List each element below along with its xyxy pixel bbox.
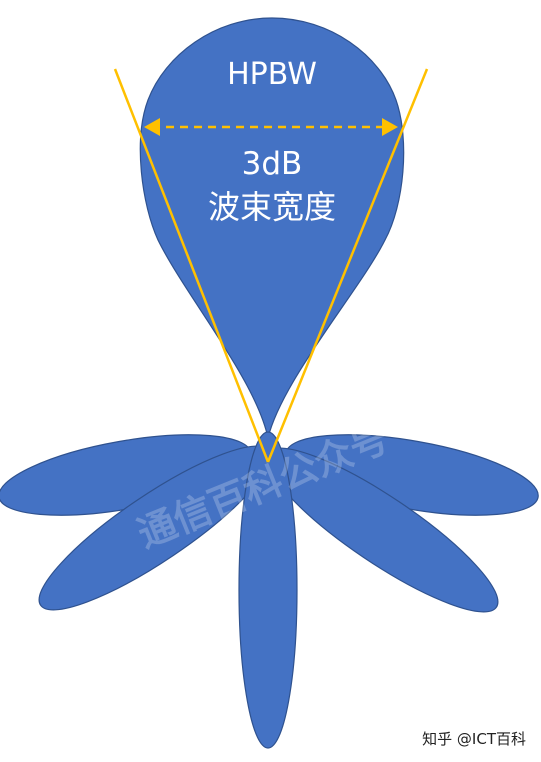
back-lobe: [238, 431, 298, 749]
side-lobes: [0, 431, 539, 749]
hpbw-width-arrow: [144, 118, 398, 136]
arrow-head-right: [382, 118, 398, 136]
beamwidth-label: 波束宽度: [208, 188, 336, 226]
angle-line-right: [266, 68, 429, 463]
source-credit: 知乎 @ICT百科: [422, 730, 526, 748]
three-db-label: 3dB: [242, 146, 303, 182]
main-lobe: [139, 17, 405, 439]
hpbw-label: HPBW: [227, 57, 317, 92]
arrow-head-left: [144, 118, 160, 136]
beamwidth-angle-lines: [113, 68, 429, 463]
angle-line-left: [113, 68, 270, 463]
